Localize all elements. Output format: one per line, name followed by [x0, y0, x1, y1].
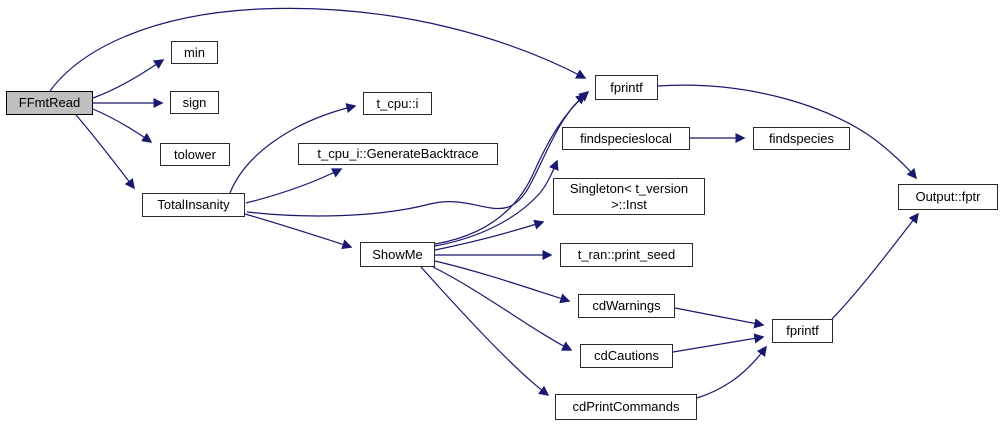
edge-showme-findspecieslocal: [434, 159, 559, 247]
edge-fprintf-outputfptr: [657, 84, 917, 180]
edge-showme-singleton: [434, 219, 545, 251]
node-ffmtread-label: FFmtRead: [18, 95, 81, 110]
node-totalinsanity[interactable]: TotalInsanity: [142, 193, 245, 217]
node-singleton-inst-label-line1: Singleton< t_version: [569, 180, 689, 196]
node-cdcautions-label: cdCautions: [593, 348, 660, 363]
node-findspecies[interactable]: findspecies: [753, 127, 850, 150]
node-generatebacktrace-label: t_cpu_i::GenerateBacktrace: [317, 146, 479, 161]
node-cdprintcommands-label: cdPrintCommands: [572, 399, 680, 414]
node-findspecies-label: findspecies: [768, 130, 835, 146]
node-cdprintcommands[interactable]: cdPrintCommands: [555, 394, 697, 420]
node-tolower-label: tolower: [174, 146, 216, 162]
node-output-fptr-label: Output::fptr: [915, 189, 981, 204]
edge-cdprintcommands-fprintf2: [696, 345, 767, 399]
node-fprintf-top[interactable]: fprintf: [595, 75, 658, 100]
node-tran-print-seed[interactable]: t_ran::print_seed: [560, 243, 693, 267]
node-min-label: min: [184, 44, 205, 60]
node-findspecieslocal[interactable]: findspecieslocal: [562, 127, 690, 150]
node-cdwarnings[interactable]: cdWarnings: [578, 294, 675, 318]
node-fprintf-bottom[interactable]: fprintf: [772, 319, 833, 343]
node-sign[interactable]: sign: [170, 91, 219, 114]
edge-totalinsanity-tcpu: [229, 103, 357, 194]
edge-totalinsanity-fprintf: [246, 94, 587, 217]
node-showme-label: ShowMe: [372, 246, 423, 262]
node-tcpu-i-label: t_cpu::i: [376, 95, 419, 111]
node-singleton-inst-label-line2: >::Inst: [611, 196, 647, 212]
node-tcpu-i[interactable]: t_cpu::i: [363, 92, 432, 115]
node-cdcautions[interactable]: cdCautions: [580, 344, 673, 368]
edge-showme-cdwarnings: [434, 260, 571, 304]
node-singleton-inst[interactable]: Singleton< t_version >::Inst: [553, 178, 705, 215]
edge-ffmtread-min: [92, 59, 165, 99]
node-output-fptr[interactable]: Output::fptr: [898, 184, 998, 210]
edge-totalinsanity-generatebacktrace: [245, 168, 343, 204]
edge-cdwarnings-fprintf2: [674, 307, 765, 329]
node-sign-label: sign: [182, 94, 207, 110]
node-showme[interactable]: ShowMe: [360, 242, 435, 267]
edge-showme-cdcautions: [432, 266, 573, 351]
edge-totalinsanity-showme: [244, 213, 353, 250]
node-totalinsanity-label: TotalInsanity: [157, 197, 230, 212]
edge-fprintf2-outputfptr: [831, 212, 919, 320]
edge-showme-cdprintcommands: [420, 266, 550, 396]
node-findspecieslocal-label: findspecieslocal: [580, 130, 672, 146]
edge-ffmtread-tolower: [92, 108, 153, 143]
edge-showme-fprintf: [434, 90, 590, 245]
edge-cdcautions-fprintf2: [672, 333, 765, 353]
node-generatebacktrace[interactable]: t_cpu_i::GenerateBacktrace: [298, 143, 498, 165]
node-min[interactable]: min: [171, 41, 218, 64]
edge-ffmtread-fprintf: [49, 7, 587, 92]
node-fprintf-bottom-label: fprintf: [786, 323, 819, 338]
node-ffmtread[interactable]: FFmtRead: [6, 91, 93, 115]
node-cdwarnings-label: cdWarnings: [592, 298, 661, 313]
node-tolower[interactable]: tolower: [160, 143, 230, 166]
node-tran-print-seed-label: t_ran::print_seed: [577, 247, 676, 262]
node-fprintf-top-label: fprintf: [610, 79, 643, 95]
edge-ffmtread-totalinsanity: [75, 114, 135, 190]
